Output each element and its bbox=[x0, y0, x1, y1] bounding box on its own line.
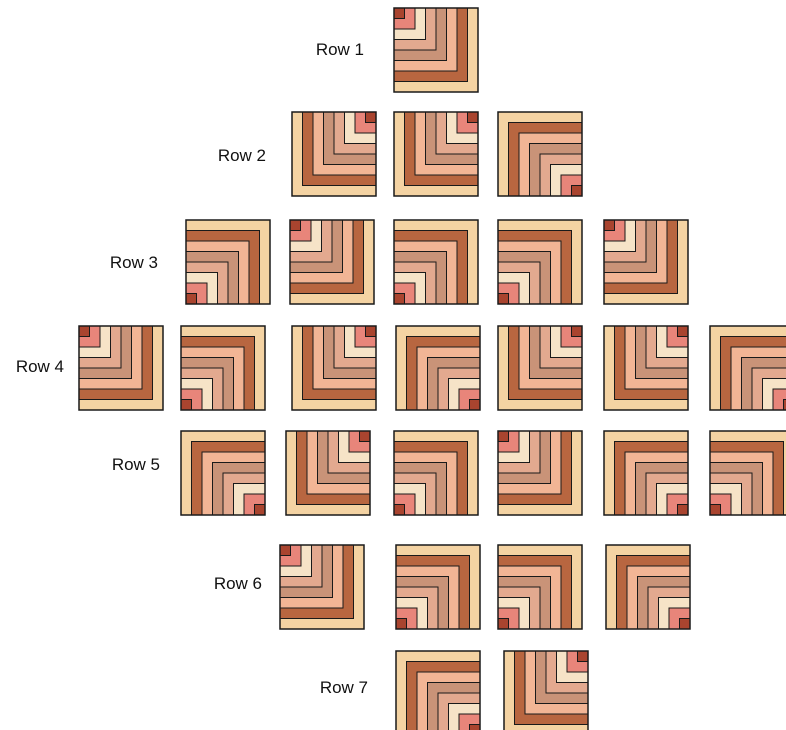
row-7-block-2 bbox=[504, 651, 588, 730]
block-center bbox=[470, 400, 481, 411]
block-center bbox=[572, 186, 583, 197]
row-4-block-1 bbox=[79, 326, 163, 410]
block-center bbox=[468, 112, 479, 123]
row-3-block-4 bbox=[498, 220, 582, 304]
row-2-label: Row 2 bbox=[218, 146, 266, 165]
block-center bbox=[280, 545, 291, 556]
row-2-block-3 bbox=[498, 112, 582, 196]
row-5-label: Row 5 bbox=[112, 455, 160, 474]
block-center bbox=[678, 326, 689, 337]
block-center bbox=[498, 294, 509, 305]
row-6-block-4 bbox=[606, 545, 690, 629]
row-5-block-3 bbox=[394, 431, 478, 515]
row-1-label: Row 1 bbox=[316, 40, 364, 59]
block-center bbox=[572, 326, 583, 337]
row-4-block-2 bbox=[181, 326, 265, 410]
row-6-label: Row 6 bbox=[214, 574, 262, 593]
block-center bbox=[680, 619, 691, 630]
row-3-block-2 bbox=[290, 220, 374, 304]
block-center bbox=[394, 505, 405, 516]
row-4-block-3 bbox=[292, 326, 376, 410]
row-5-block-5 bbox=[604, 431, 688, 515]
block-center bbox=[394, 294, 405, 305]
row-1-block-1 bbox=[394, 8, 478, 92]
block-center bbox=[394, 8, 405, 19]
block-center bbox=[498, 431, 509, 442]
row-2-block-2 bbox=[394, 112, 478, 196]
block-center bbox=[604, 220, 615, 231]
row-4-block-6 bbox=[604, 326, 688, 410]
block-center bbox=[710, 505, 721, 516]
row-4-block-5 bbox=[498, 326, 582, 410]
block-center bbox=[186, 294, 197, 305]
block-center bbox=[470, 725, 481, 730]
quilt-blocks bbox=[79, 8, 786, 730]
row-7-block-1 bbox=[396, 651, 480, 730]
row-3-label: Row 3 bbox=[110, 253, 158, 272]
row-5-block-6 bbox=[710, 431, 786, 515]
block-center bbox=[255, 505, 266, 516]
block-center bbox=[360, 431, 371, 442]
row-6-block-2 bbox=[396, 545, 480, 629]
row-5-block-4 bbox=[498, 431, 582, 515]
block-center bbox=[366, 112, 377, 123]
row-2-block-1 bbox=[292, 112, 376, 196]
row-6-block-1 bbox=[280, 545, 364, 629]
row-7-label: Row 7 bbox=[320, 678, 368, 697]
row-4-label: Row 4 bbox=[16, 357, 64, 376]
block-center bbox=[79, 326, 90, 337]
row-3-block-3 bbox=[394, 220, 478, 304]
row-4-block-7 bbox=[710, 326, 786, 410]
block-center bbox=[366, 326, 377, 337]
row-6-block-3 bbox=[498, 545, 582, 629]
block-center bbox=[290, 220, 301, 231]
block-center bbox=[678, 505, 689, 516]
row-4-block-4 bbox=[396, 326, 480, 410]
block-center bbox=[498, 619, 509, 630]
block-center bbox=[181, 400, 192, 411]
block-center bbox=[396, 619, 407, 630]
row-3-block-5 bbox=[604, 220, 688, 304]
row-5-block-2 bbox=[286, 431, 370, 515]
block-center bbox=[578, 651, 589, 662]
row-5-block-1 bbox=[181, 431, 265, 515]
row-3-block-1 bbox=[186, 220, 270, 304]
